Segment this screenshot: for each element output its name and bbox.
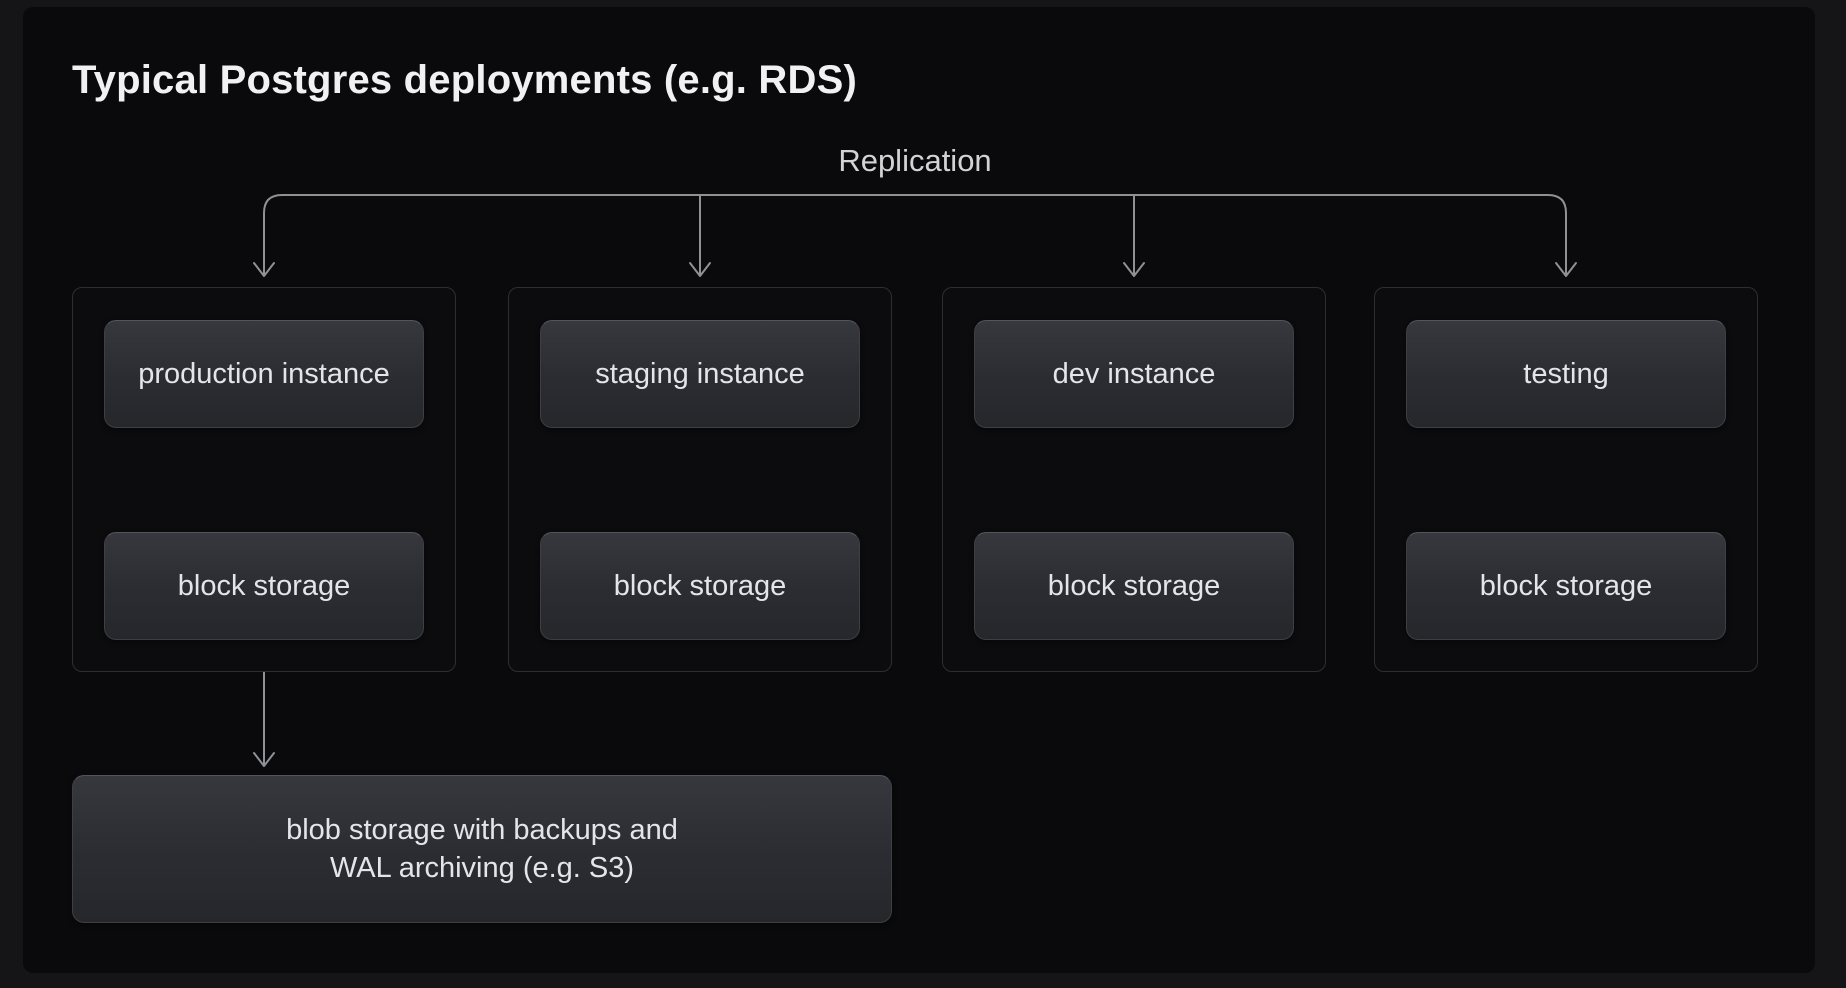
testing-block-storage-box: block storage [1406, 532, 1726, 640]
testing-instance-box: testing [1406, 320, 1726, 428]
group-staging: staging instance block storage [508, 287, 892, 672]
group-production: production instance block storage [72, 287, 456, 672]
blob-storage-line2: WAL archiving (e.g. S3) [329, 852, 635, 884]
group-dev: dev instance block storage [942, 287, 1326, 672]
blob-storage-box: blob storage with backups and WAL archiv… [72, 775, 892, 923]
dev-instance-box: dev instance [974, 320, 1294, 428]
group-testing: testing block storage [1374, 287, 1758, 672]
diagram-title: Typical Postgres deployments (e.g. RDS) [72, 58, 858, 102]
production-instance-box: production instance [104, 320, 424, 428]
production-block-storage-box: block storage [104, 532, 424, 640]
staging-block-storage-box: block storage [540, 532, 860, 640]
staging-instance-box: staging instance [540, 320, 860, 428]
replication-label: Replication [838, 143, 992, 178]
dev-block-storage-box: block storage [974, 532, 1294, 640]
blob-storage-line1: blob storage with backups and [286, 814, 678, 846]
